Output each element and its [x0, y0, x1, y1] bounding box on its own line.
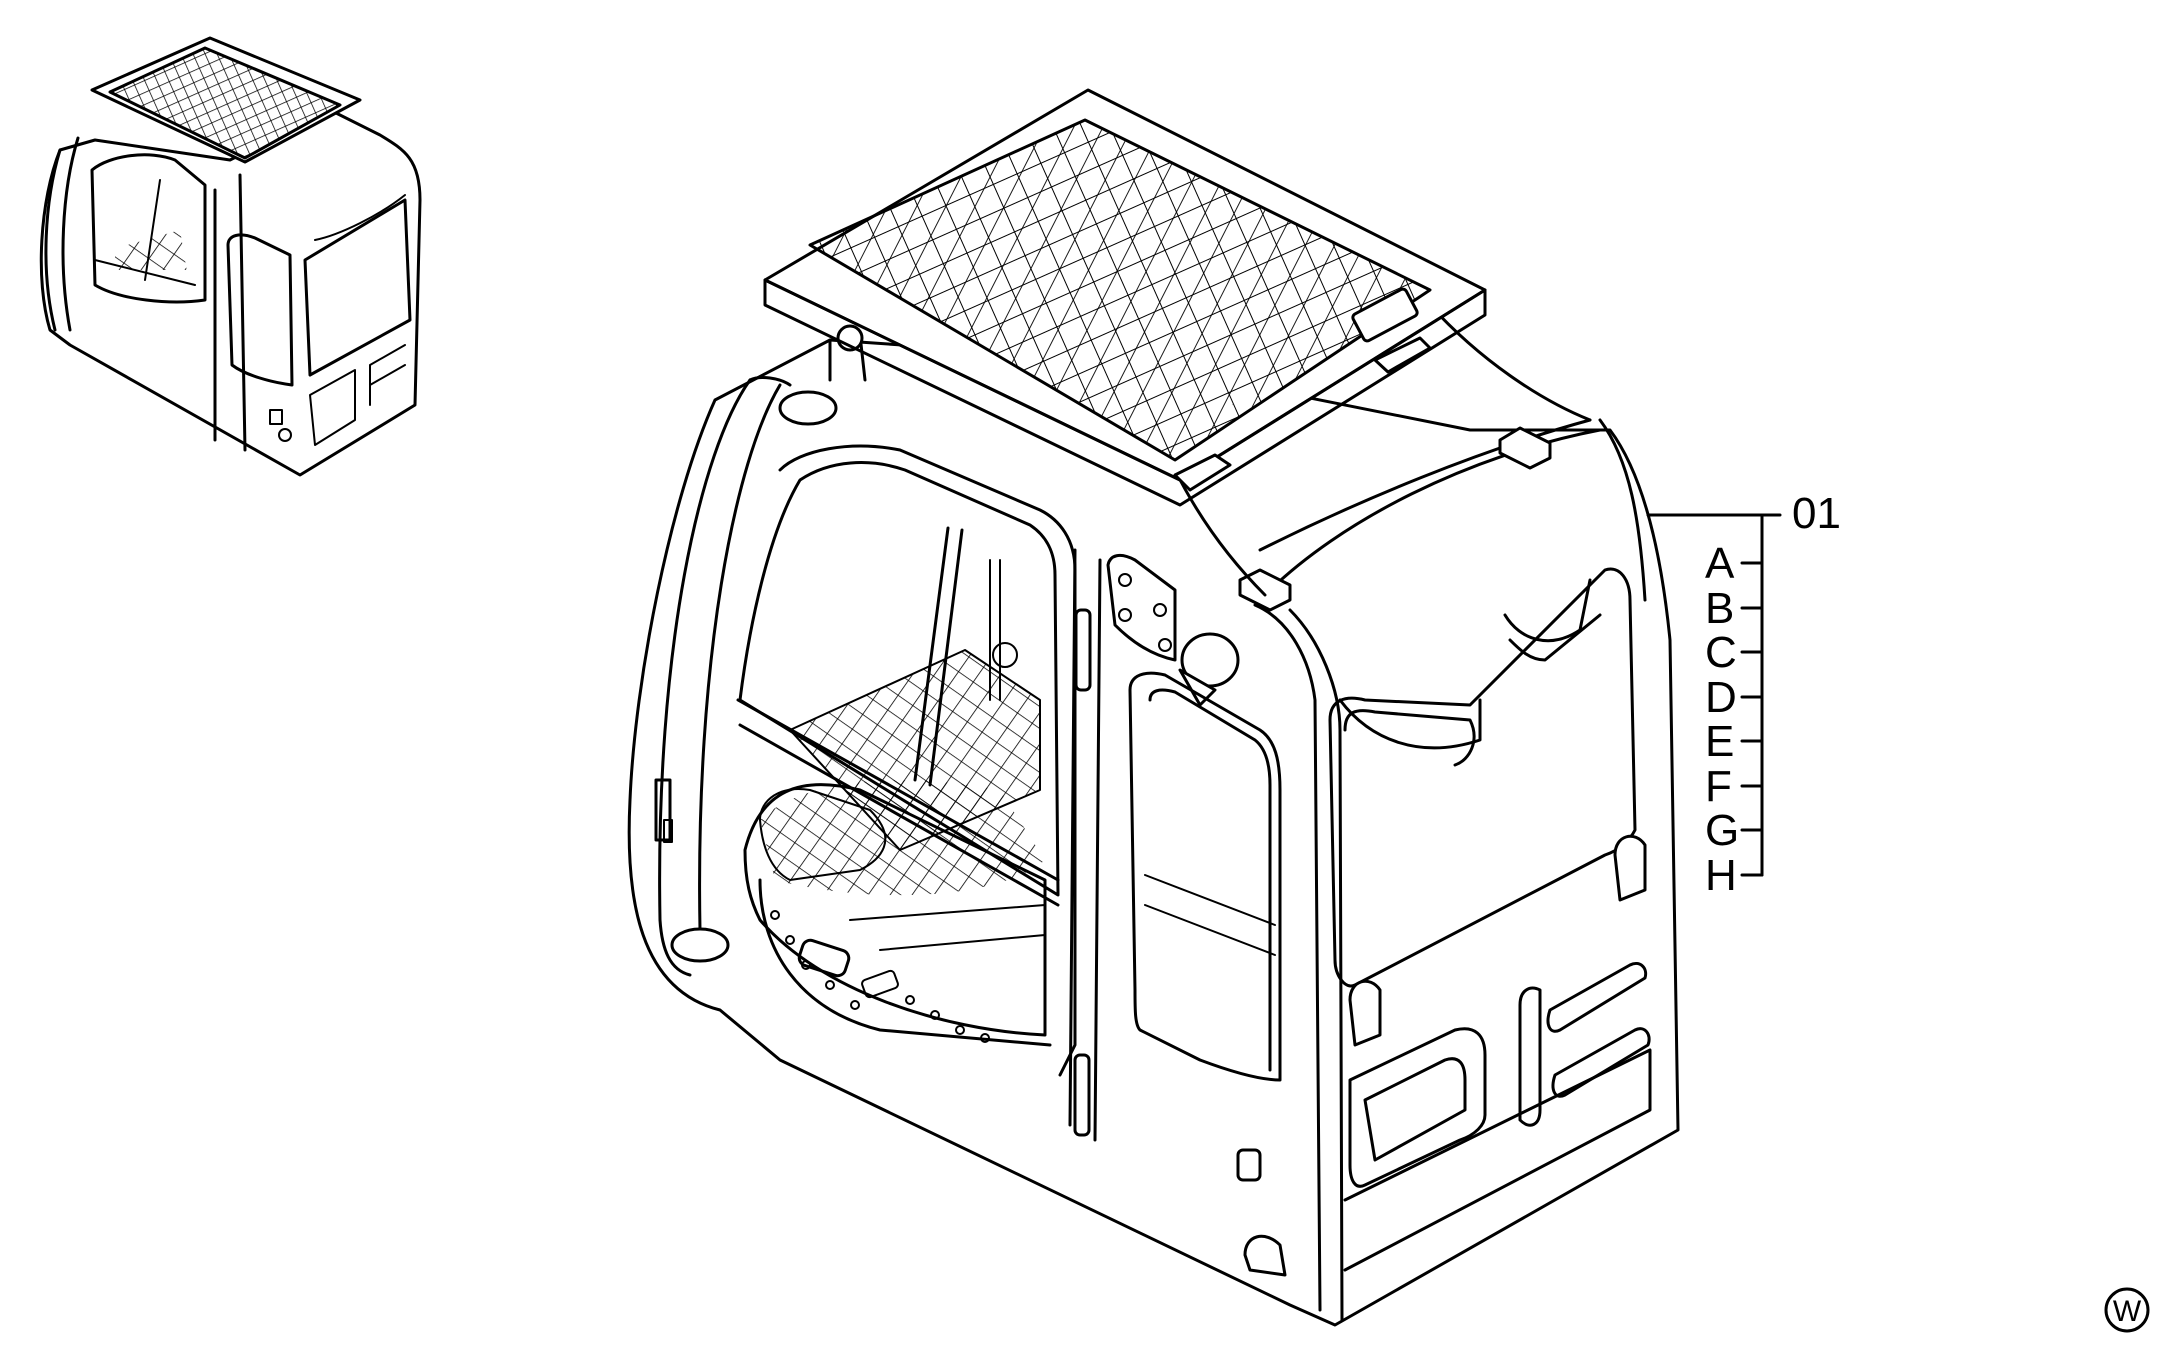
- variant-label-e: E: [1705, 717, 1734, 766]
- cab-main-pillar-knob-top: [778, 390, 838, 426]
- cab-main-side-latch: [1236, 1148, 1262, 1182]
- cab-main-door-seam: [1068, 548, 1102, 1142]
- cab-main-door-frame: [778, 444, 1077, 1077]
- cab-main-side-window: [1128, 671, 1282, 1082]
- part-number-label: 01: [1792, 489, 1841, 538]
- variant-label-c: C: [1705, 628, 1737, 677]
- cab-main-rear-corner-pillar: [1253, 603, 1344, 1322]
- variant-label-a: A: [1705, 539, 1735, 588]
- cab-main-front-pillar-inner: [698, 383, 782, 932]
- roof-guard-hatch: [1351, 287, 1419, 343]
- part-callout: 01 A B C D E F G H: [1646, 489, 1841, 900]
- cab-main-pillar-knob-bottom: [670, 927, 730, 963]
- cab-main-rear-panel-post: [1518, 986, 1542, 1127]
- cab-main-roof-side-edge: [1428, 303, 1592, 422]
- cab-thumbnail: [39, 36, 422, 477]
- cab-main-door-lower-edge: [758, 878, 1052, 1047]
- cab-main-lower-lamp: [1243, 1234, 1287, 1277]
- cab-main-rear-bar-lower: [1551, 1027, 1651, 1098]
- cab-main-rear-headrest: [1338, 698, 1482, 750]
- cab-main-diagonal-brace: [913, 526, 964, 787]
- cab-main-front-pillar-outer: [658, 378, 752, 977]
- cab-main-roof-bracket-right: [1498, 426, 1552, 470]
- cab-main-door-window: [738, 461, 1060, 897]
- cab-thumbnail-door-window: [90, 153, 207, 304]
- cab-main-pillar-cap: [748, 376, 792, 387]
- cab-thumbnail-latch: [269, 409, 283, 425]
- variant-label-h: H: [1705, 851, 1737, 900]
- cab-main-inner-post: [989, 559, 1001, 701]
- cab-main-side-plate-bolts: [1118, 573, 1172, 652]
- cab-main-rear-bottom-edge: [1343, 1048, 1652, 1272]
- cab-main: [627, 88, 1680, 1327]
- cab-thumbnail-rear-panels: [309, 344, 406, 446]
- cab-thumbnail-bolt: [278, 428, 292, 442]
- cab-main-door-lock: [861, 969, 899, 999]
- corner-badge-circle: [2104, 1287, 2150, 1333]
- variant-label-d: D: [1705, 673, 1737, 722]
- cab-main-floor-mesh-border: [759, 788, 887, 881]
- cab-thumbnail-pillar: [44, 136, 80, 332]
- variant-label-f: F: [1705, 762, 1732, 811]
- cab-main-side-knob-tip: [1178, 668, 1217, 707]
- cab-main-side-plate: [1106, 553, 1177, 662]
- cab-main-body: [627, 338, 1680, 1327]
- variant-label-g: G: [1705, 806, 1739, 855]
- variant-label-b: B: [1705, 584, 1734, 633]
- roof-guard-mesh-cross: [810, 120, 1430, 460]
- corner-badge-letter: W: [2113, 1295, 2142, 1328]
- cab-main-roof-front-edge: [1173, 468, 1267, 597]
- cab-thumbnail-door-frame: [94, 179, 196, 286]
- cab-main-rear-lamp-left: [1348, 979, 1382, 1047]
- cab-main-rear-right-edge: [1598, 418, 1647, 602]
- cab-main-rear-bar-upper: [1546, 962, 1648, 1033]
- cab-main-floor-mesh: [760, 780, 1045, 896]
- roof-guard-clip-rear: [1373, 336, 1432, 374]
- cab-main-hinge-pin: [663, 819, 673, 843]
- cab-main-rear-window-seat: [1343, 613, 1602, 767]
- cab-thumbnail-roof-mesh-border: [108, 46, 342, 160]
- cab-thumbnail-side-window: [226, 233, 294, 387]
- cab-thumbnail-door-seam: [213, 173, 247, 452]
- cab-main-side-window-rail: [1144, 874, 1276, 956]
- cab-main-inner-lamp: [992, 642, 1018, 668]
- roof-guard-clip-front: [1173, 453, 1232, 492]
- cab-main-door-handle: [797, 938, 851, 978]
- cab-main-rear-window: [1328, 567, 1637, 988]
- variant-list: A B C D E F G H: [1705, 539, 1764, 900]
- cab-thumbnail-roof-edge: [314, 194, 406, 241]
- cab-main-rear-panel-left-inner: [1363, 1057, 1467, 1162]
- cab-thumbnail-rear-window: [303, 198, 412, 377]
- cab-main-floor-lines: [849, 904, 1046, 951]
- cab-main-lower-handle-bar: [1073, 1053, 1091, 1137]
- cab-main-door-rivets: [770, 910, 990, 1043]
- corner-badge: W: [2104, 1287, 2150, 1333]
- cab-main-rear-panel-left: [1348, 1027, 1487, 1188]
- cab-main-rear-headrest-right: [1503, 578, 1592, 643]
- cab-main-rear-lamp-right: [1613, 834, 1647, 902]
- cab-main-side-window-inner: [1148, 688, 1272, 1072]
- roof-guard-mesh-border: [808, 118, 1432, 462]
- cab-main-upper-handle-bar: [1074, 608, 1092, 692]
